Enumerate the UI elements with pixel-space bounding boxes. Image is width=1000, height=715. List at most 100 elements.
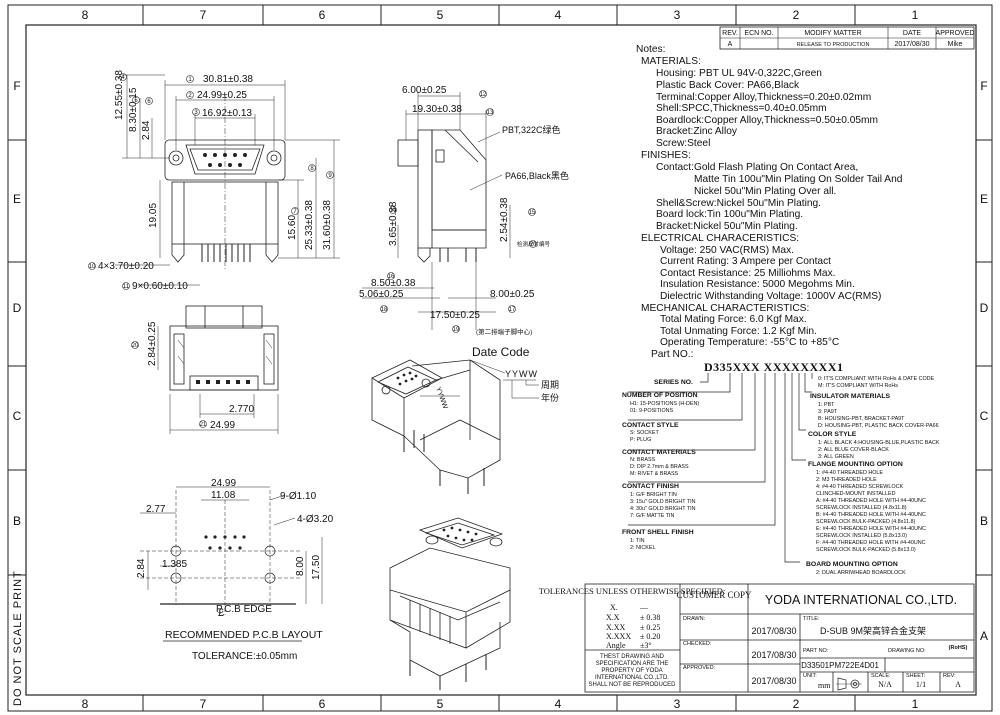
pcb-tolerance: TOLERANCE:±0.05mm <box>192 651 297 662</box>
tol-key: X.XX <box>606 623 626 632</box>
zone-row-left: B <box>13 514 21 528</box>
dim-text: 24.99 <box>211 478 236 489</box>
note-line: ELECTRICAL CHARACERISTICS: <box>641 233 799 244</box>
dim-text: 3.65±0.38 <box>388 201 399 246</box>
zone-col-top: 2 <box>793 8 800 22</box>
tolerance-title-line: TOLERANCES UNLESS OTHERWISE SPECIFIED: <box>539 586 726 596</box>
side-view-balloons: 12 13 14 15 16 17 18 19 20 <box>380 90 537 333</box>
balloon: 20 <box>132 343 139 349</box>
dim-text: 1.385 <box>162 559 187 570</box>
dim-text: 30.81±0.38 <box>203 74 253 85</box>
group-item: B: #4-40 THREADED HOLE WITH #4-40UNC <box>816 512 926 518</box>
rohs-label: (RoHS) <box>949 645 968 651</box>
note-line: Current Rating: 3 Ampere per Contact <box>660 256 831 267</box>
side-view-dims: 6.00±0.25 19.30±0.38 3.65±0.38 2.54±0.38… <box>359 85 569 336</box>
group-title: COLOR STYLE <box>808 431 857 438</box>
balloon: 16 <box>388 274 395 280</box>
front-view-dims: 30.81±0.38 24.99±0.25 16.92±0.13 12.55±0… <box>98 70 333 292</box>
date-code-week: 周期 <box>541 380 559 390</box>
balloon: 14 <box>390 208 397 214</box>
unit-value: mm <box>818 681 831 690</box>
group-item: 2: M3 THREADED HOLE <box>816 477 877 483</box>
tol-val: — <box>639 603 649 612</box>
dim-text: 24.99±0.25 <box>197 90 247 101</box>
disclaimer-line: SPECIFICATION ARE THE <box>596 661 669 667</box>
note-line: MECHANICAL CHARACTERISTICS: <box>641 303 809 314</box>
group-item: 3: ALL GREEN <box>818 454 854 460</box>
dim-text: 25.33±0.38 <box>304 200 315 250</box>
dim-text: 4-Ø3.20 <box>297 514 334 525</box>
zone-col-top: 4 <box>555 8 562 22</box>
group-title: FRONT SHELL FINISH <box>622 529 694 536</box>
dim-text: 15.60 <box>287 215 298 240</box>
sheet-value: 1/1 <box>916 680 926 689</box>
dim-text: 2.77 <box>146 504 166 515</box>
zone-ticks <box>8 5 992 711</box>
notes-block: Notes: MATERIALS: Housing: PBT UL 94V-0,… <box>636 44 903 360</box>
zone-col-bottom: 2 <box>793 697 800 711</box>
balloon: 13 <box>487 110 494 116</box>
zone-row-right: A <box>980 629 988 643</box>
balloon: 21 <box>200 422 207 428</box>
group-item: P: PLUG <box>630 437 651 443</box>
tol-key: Angle <box>606 641 626 650</box>
note-line: Nickel 50u"Min Plating Over all. <box>694 186 836 197</box>
group-item: SCREWLOCK INSTALLED (5.8x13.0) <box>816 533 907 539</box>
zone-col-bottom: 5 <box>437 697 444 711</box>
zone-col-bottom: 6 <box>319 697 326 711</box>
disclaimer-line: PROPERTY OF YODA <box>601 668 662 674</box>
group-item: 4: 30u" GOLD BRIGHT TIN <box>630 506 696 512</box>
side-view <box>362 92 511 330</box>
zone-col-top: 3 <box>674 8 681 22</box>
zone-col-bottom: 4 <box>555 697 562 711</box>
rev-label: REV: <box>943 673 956 679</box>
rev-header: APPROVED <box>936 30 975 37</box>
note-line: Board lock:Tin 100u"Min Plating. <box>656 209 803 220</box>
zone-row-right: C <box>980 409 989 423</box>
front-view <box>115 74 340 286</box>
dim-text: 17.50 <box>311 555 322 580</box>
group-item: 1: ALL BLACK 4:HOUSING-BLUE,PLASTIC BACK <box>818 440 940 446</box>
group-title: CONTACT FINISH <box>622 483 679 490</box>
balloon: 12 <box>480 92 487 98</box>
callout-text: PA66,Black黑色 <box>505 170 569 181</box>
tol-val: ±3° <box>640 641 652 650</box>
tolerance-title: TOLERANCES UNLESS OTHERWISE SPECIFIED: <box>539 586 726 596</box>
dim-text: 24.99 <box>210 420 235 431</box>
group-item: 1: PBT <box>818 402 835 408</box>
group-title: INSULATOR MATERIALS <box>810 393 891 400</box>
rev-cell: Mike <box>948 41 963 48</box>
note-line: Bracket:Zinc Alloy <box>656 126 738 137</box>
iso-view-bottom <box>389 517 511 690</box>
zone-col-bottom: 8 <box>82 697 89 711</box>
zone-col-bottom: 1 <box>912 697 919 711</box>
group-item: D: HOUSING-PBT, PLASTIC BACK COVER-PA66 <box>818 423 939 429</box>
pcb-layout-text: 24.99 11.08 9-Ø1.10 2.77 4-Ø3.20 2.84 1.… <box>136 478 334 662</box>
checked-date: 2017/08/30 <box>751 650 796 660</box>
pcb-centerline-mark: £ <box>218 607 224 619</box>
zone-col-top: 8 <box>82 8 89 22</box>
zone-col-bottom: 3 <box>674 697 681 711</box>
rev-header: DATE <box>903 30 921 37</box>
part-code: D335XXX XXXXXXXX1 <box>704 360 844 374</box>
note-line: Voltage: 250 VAC(RMS) Max. <box>660 245 794 256</box>
dim-text: 2.770 <box>229 404 254 415</box>
note-line: Dielectric Withstanding Voltage: 1000V A… <box>660 291 881 302</box>
checked-label: CHECKED: <box>683 641 712 647</box>
series-label: SERIES NO. <box>654 379 693 386</box>
dim-text: 2.84 <box>141 120 152 140</box>
zone-labels: 8 7 6 5 4 3 2 1 8 7 6 5 4 3 2 1 F E D C … <box>13 8 989 711</box>
title-block <box>584 583 975 693</box>
customer-copy: CUSTOMER COPY <box>676 590 752 600</box>
tol-key: X. <box>610 603 618 612</box>
unit-label: UNIT: <box>803 673 817 679</box>
drawn-label: DRAWN: <box>683 616 706 622</box>
balloon: 19 <box>453 327 460 333</box>
note-line: Boardlock:Copper Alloy,Thickness=0.50±0.… <box>656 115 878 126</box>
dim-text: 6.00±0.25 <box>402 85 447 96</box>
rev-header: REV. <box>722 30 738 37</box>
group-item: S: SOCKET <box>630 430 659 436</box>
group-title: FLANGE MOUNTING OPTION <box>808 461 903 468</box>
group-item: 3: 15u" GOLD BRIGHT TIN <box>630 499 696 505</box>
group-item: M: RIVET & BRASS <box>630 471 679 477</box>
